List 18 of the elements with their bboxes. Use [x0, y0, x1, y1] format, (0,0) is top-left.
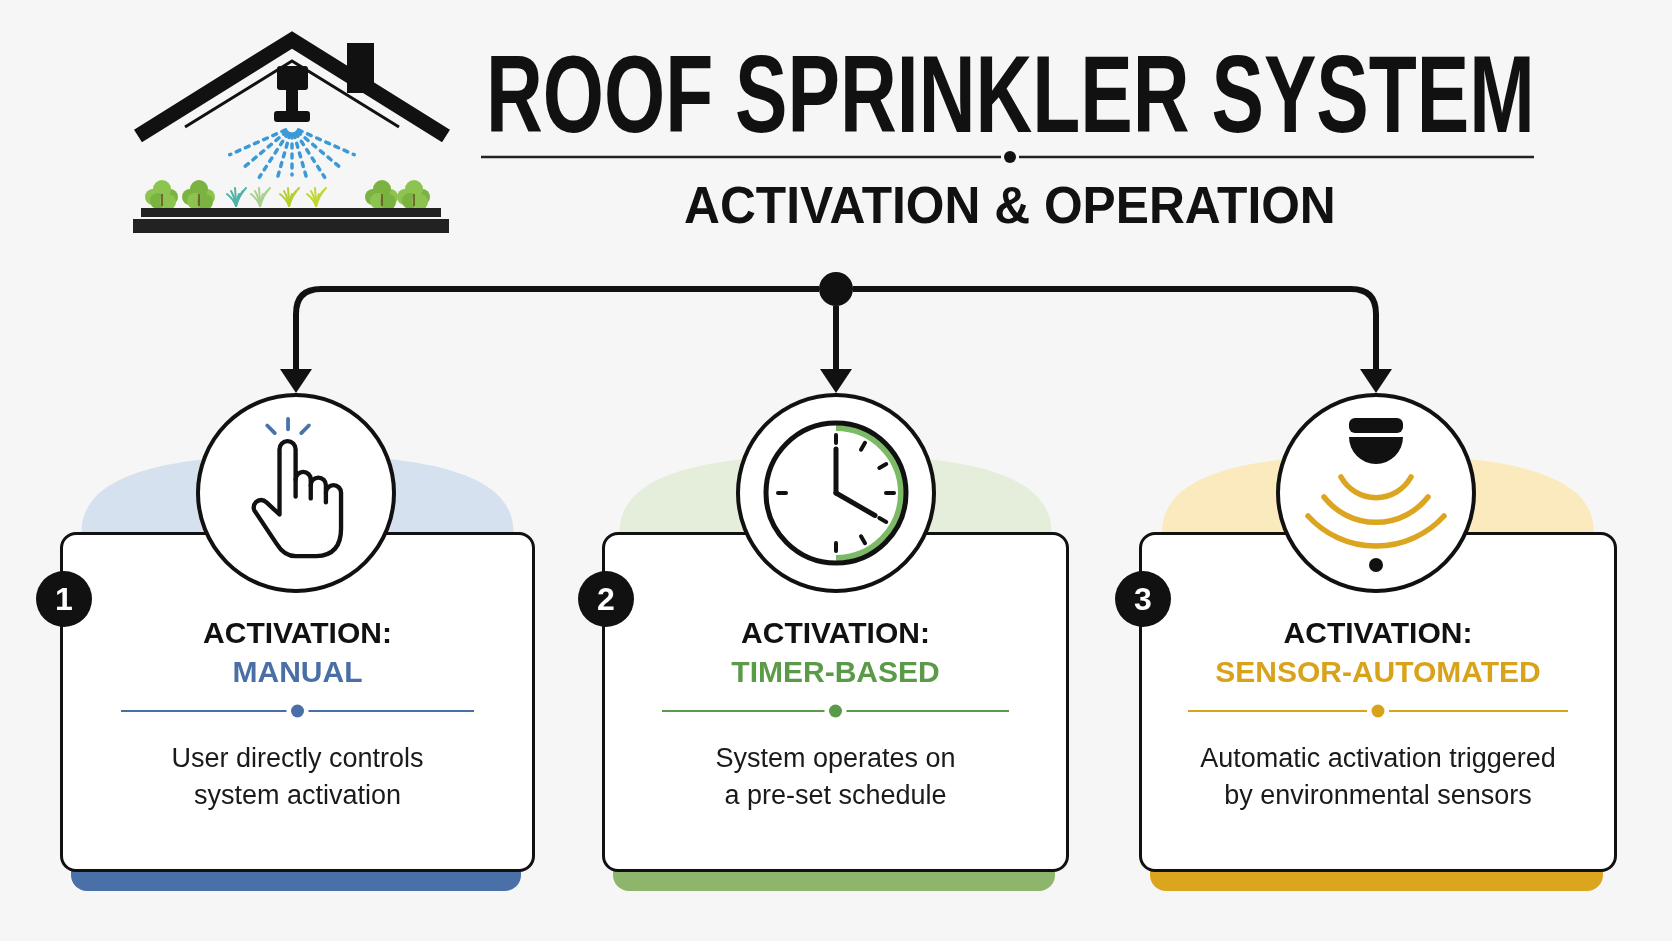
subtitle: ACTIVATION & OPERATION: [684, 179, 1336, 231]
card-description: Automatic activation triggered by environmental sensors: [1199, 742, 1557, 812]
connector-arrow: [820, 306, 852, 393]
card-heading: ACTIVATION:: [203, 616, 392, 650]
step-number: 1: [36, 571, 92, 627]
card-description: System operates on a pre-set schedule: [714, 742, 957, 812]
activation-type: SENSOR-AUTOMATED: [1215, 655, 1541, 689]
card-description: User directly controls system activation: [170, 742, 425, 812]
activation-type: TIMER-BASED: [731, 655, 940, 689]
card-heading: ACTIVATION:: [1283, 616, 1473, 650]
card-heading: ACTIVATION:: [741, 616, 930, 650]
step-number: 3: [1115, 571, 1171, 627]
title: ROOF SPRINKLER SYSTEM: [485, 39, 1535, 149]
connector-arrow: [853, 286, 1392, 393]
junction-dot: [819, 272, 853, 306]
activation-type: MANUAL: [232, 655, 363, 689]
step-number: 2: [578, 571, 634, 627]
connector-arrow: [280, 286, 819, 393]
